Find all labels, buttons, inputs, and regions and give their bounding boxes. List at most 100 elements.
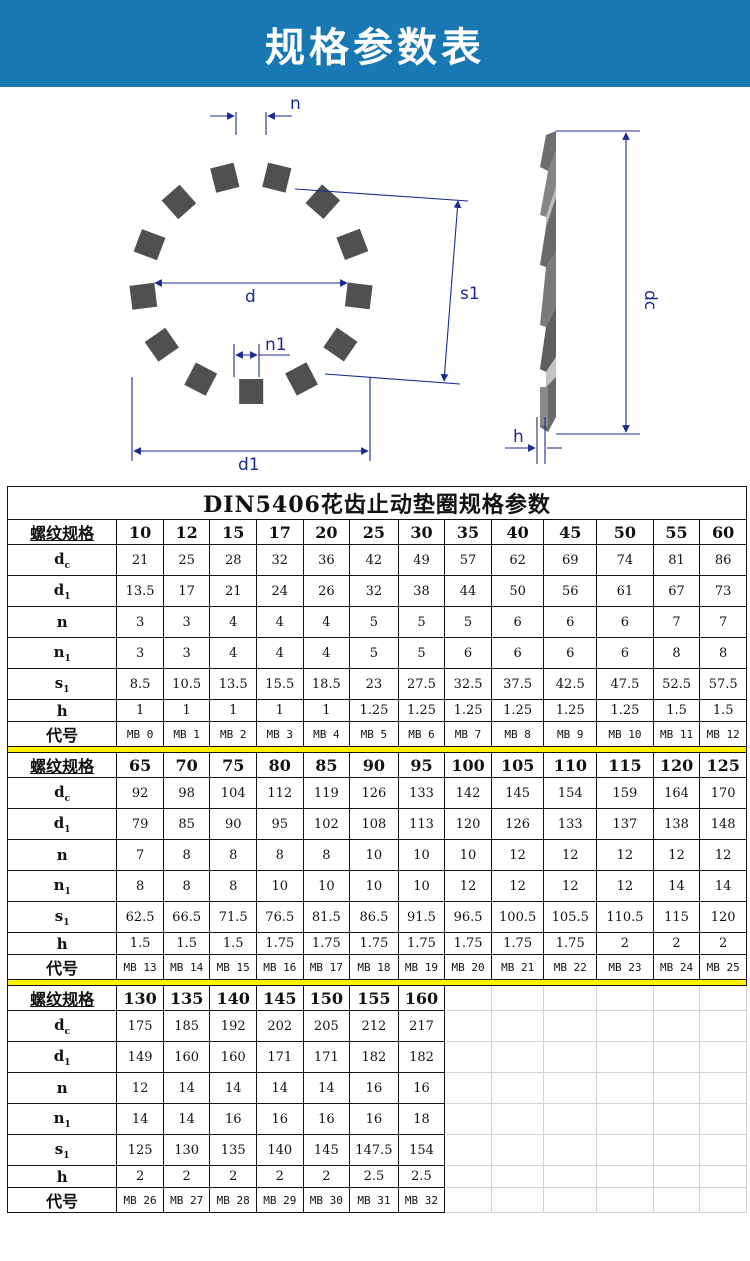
- size-header: 160: [397, 985, 446, 1011]
- value-cell: 125: [116, 1134, 164, 1166]
- value-cell: 32.5: [444, 668, 492, 700]
- value-cell: 10: [349, 839, 399, 871]
- value-cell: 6: [444, 637, 492, 669]
- empty-cell: [543, 1010, 598, 1042]
- value-cell: 98: [162, 777, 211, 809]
- size-header: 150: [302, 985, 351, 1011]
- value-cell: 113: [397, 808, 446, 840]
- row-label-code: 代号: [6, 1187, 118, 1213]
- value-cell: 102: [302, 808, 351, 840]
- size-header: 25: [349, 519, 399, 545]
- empty-cell: [596, 1103, 654, 1135]
- value-cell: 1.75: [349, 932, 399, 955]
- value-cell: 13.5: [209, 668, 257, 700]
- value-cell: 1.75: [444, 932, 492, 955]
- value-cell: 37.5: [490, 668, 545, 700]
- empty-cell: [652, 1165, 701, 1188]
- value-cell: 74: [596, 544, 654, 576]
- empty-cell: [652, 985, 701, 1011]
- size-header: 55: [652, 519, 701, 545]
- row-label-text: d: [53, 813, 65, 832]
- value-cell: 202: [256, 1010, 304, 1042]
- size-header: 110: [543, 752, 598, 778]
- value-cell: 50: [490, 575, 545, 607]
- value-cell: 205: [302, 1010, 351, 1042]
- value-cell: 12: [444, 870, 492, 902]
- row-label-d1: d1: [6, 1041, 118, 1073]
- row-label-text: 代号: [46, 726, 79, 745]
- value-cell: 10: [349, 870, 399, 902]
- row-label-text: h: [56, 1167, 68, 1186]
- value-cell: 16: [349, 1072, 399, 1104]
- size-header: 130: [116, 985, 164, 1011]
- value-cell: 14: [162, 1103, 211, 1135]
- size-header: 40: [490, 519, 545, 545]
- value-cell: 145: [490, 777, 545, 809]
- row-label-h: h: [6, 932, 118, 955]
- page-title: 规格参数表: [265, 24, 485, 71]
- value-cell: 8: [652, 637, 701, 669]
- empty-cell: [699, 1041, 747, 1073]
- value-cell: 42.5: [543, 668, 598, 700]
- empty-cell: [699, 1103, 747, 1135]
- value-cell: 1: [256, 699, 304, 722]
- empty-cell: [490, 1041, 545, 1073]
- empty-cell: [490, 1072, 545, 1104]
- value-cell: 182: [349, 1041, 399, 1073]
- value-cell: 2: [209, 1165, 257, 1188]
- value-cell: MB 18: [349, 954, 399, 980]
- value-cell: 12: [652, 839, 701, 871]
- value-cell: 27.5: [397, 668, 446, 700]
- row-label-s1: s1: [6, 1134, 118, 1166]
- empty-cell: [543, 1103, 598, 1135]
- empty-cell: [490, 1103, 545, 1135]
- value-cell: 91.5: [397, 901, 446, 933]
- value-cell: 126: [490, 808, 545, 840]
- value-cell: 66.5: [162, 901, 211, 933]
- empty-cell: [699, 1010, 747, 1042]
- size-header: 75: [209, 752, 257, 778]
- row-label-dc: dc: [6, 777, 118, 809]
- row-label-n: n: [6, 606, 118, 638]
- row-label-d1: d1: [6, 808, 118, 840]
- value-cell: 92: [116, 777, 164, 809]
- row-label-subscript: c: [64, 1026, 71, 1037]
- value-cell: 149: [116, 1041, 164, 1073]
- value-cell: 2: [652, 932, 701, 955]
- value-cell: 8: [256, 839, 304, 871]
- value-cell: 108: [349, 808, 399, 840]
- row-label-text: n: [56, 846, 68, 864]
- value-cell: 14: [302, 1072, 351, 1104]
- row-label-spec: 螺纹规格: [6, 985, 118, 1011]
- value-cell: 18.5: [302, 668, 351, 700]
- value-cell: 171: [256, 1041, 304, 1073]
- row-label-subscript: c: [64, 560, 71, 571]
- value-cell: 13.5: [116, 575, 164, 607]
- value-cell: 7: [699, 606, 747, 638]
- front-dimensions: [131, 112, 469, 461]
- value-cell: 105.5: [543, 901, 598, 933]
- value-cell: 16: [397, 1072, 446, 1104]
- value-cell: 4: [256, 606, 304, 638]
- row-label-n: n: [6, 1072, 118, 1104]
- row-label-s1: s1: [6, 668, 118, 700]
- value-cell: MB 26: [116, 1187, 164, 1213]
- empty-cell: [543, 985, 598, 1011]
- value-cell: 112: [256, 777, 304, 809]
- value-cell: 1.5: [162, 932, 211, 955]
- value-cell: 7: [116, 839, 164, 871]
- value-cell: 182: [397, 1041, 446, 1073]
- value-cell: 4: [209, 606, 257, 638]
- value-cell: 6: [596, 637, 654, 669]
- value-cell: 16: [256, 1103, 304, 1135]
- row-label-text: 代号: [46, 959, 79, 978]
